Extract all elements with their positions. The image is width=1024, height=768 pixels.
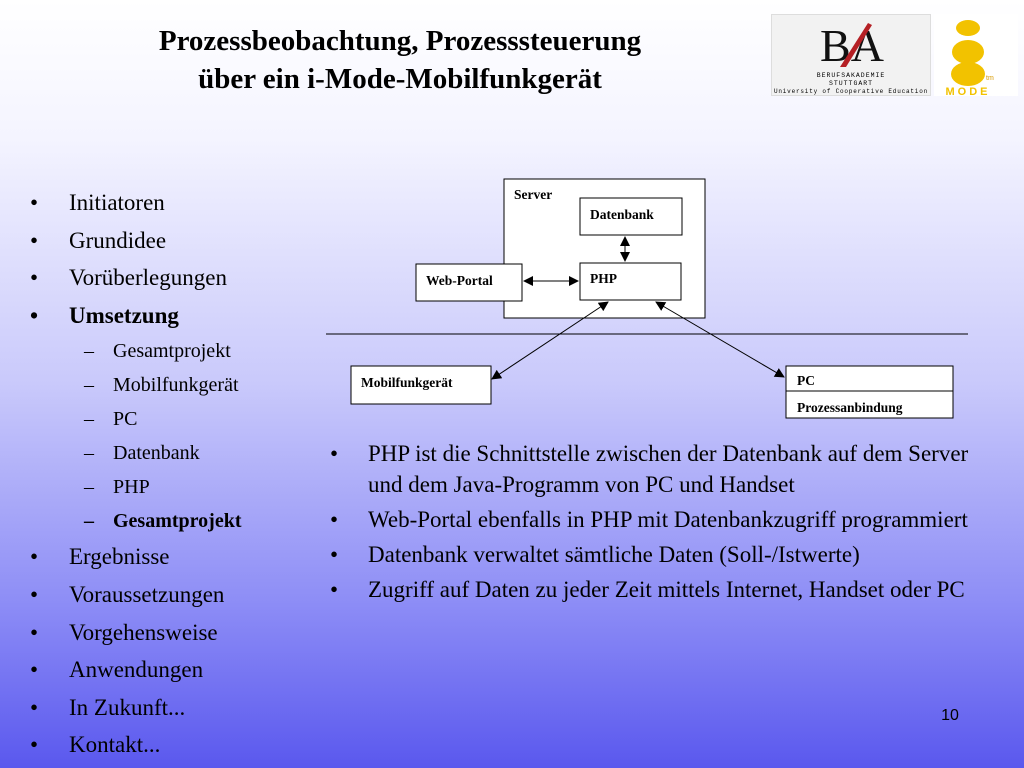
agenda-item: In Zukunft...: [0, 691, 242, 729]
php-mobil-arrow: [491, 301, 609, 380]
explanation-item: Zugriff auf Daten zu jeder Zeit mittels …: [330, 574, 990, 605]
agenda-item: Initiatoren: [0, 186, 242, 224]
ba-logo: BA BERUFSAKADEMIE STUTTGART University o…: [771, 14, 931, 96]
datenbank-box: [579, 197, 683, 236]
imode-dot: [956, 20, 980, 36]
ba-logo-mark: BA: [820, 20, 884, 71]
agenda-item: Vorüberlegungen: [0, 261, 242, 299]
server-label: Server: [514, 187, 552, 202]
agenda-subitem: Mobilfunkgerät: [0, 370, 242, 404]
ba-logo-line-3: University of Cooperative Education: [773, 88, 929, 95]
agenda-item: Grundidee: [0, 224, 242, 262]
php-box: [579, 262, 682, 301]
imode-logo: tm MODE: [934, 14, 1018, 98]
slide-title-line-2: über ein i-Mode-Mobilfunkgerät: [198, 63, 602, 95]
agenda-item: Anwendungen: [0, 653, 242, 691]
php-pc-arrow: [655, 301, 785, 378]
agenda-list: InitiatorenGrundideeVorüberlegungenUmset…: [0, 186, 242, 766]
webportal-box: [415, 263, 523, 302]
pc-label: PC: [797, 373, 815, 388]
agenda-subitem: PHP: [0, 472, 242, 506]
imode-body-bottom: [951, 62, 985, 86]
imode-logo-mark: tm MODE: [946, 20, 994, 98]
mobil-box: [350, 365, 492, 405]
slide-title: Prozessbeobachtung, Prozesssteuerung übe…: [60, 22, 740, 98]
agenda-subitem: Gesamtprojekt: [0, 336, 242, 370]
ba-logo-line-1: BERUFSAKADEMIE: [816, 72, 886, 79]
imode-tm: tm: [986, 75, 994, 82]
agenda-item: Kontakt...: [0, 728, 242, 766]
mobil-label: Mobilfunkgerät: [361, 375, 453, 390]
explanation-list: PHP ist die Schnittstelle zwischen der D…: [330, 438, 990, 609]
agenda-subitem: Datenbank: [0, 438, 242, 472]
webportal-label: Web-Portal: [426, 273, 493, 288]
ba-logo-red-stroke: [840, 23, 872, 67]
explanation-item: Web-Portal ebenfalls in PHP mit Datenban…: [330, 504, 990, 535]
imode-word: MODE: [946, 86, 991, 96]
agenda-item: Voraussetzungen: [0, 578, 242, 616]
explanation-item: PHP ist die Schnittstelle zwischen der D…: [330, 438, 990, 500]
page-number: 10: [941, 707, 959, 724]
agenda-subitem: Gesamtprojekt: [0, 506, 242, 540]
agenda-item: Umsetzung: [0, 299, 242, 337]
slide-title-line-1: Prozessbeobachtung, Prozesssteuerung: [158, 25, 642, 57]
ba-logo-letters: BA: [820, 20, 884, 71]
agenda-subitem: PC: [0, 404, 242, 438]
ba-logo-line-2: STUTTGART: [828, 80, 874, 87]
pc-box: [785, 365, 954, 419]
php-label: PHP: [590, 271, 617, 286]
prozess-label: Prozessanbindung: [797, 400, 903, 415]
datenbank-label: Datenbank: [590, 207, 654, 222]
agenda-item: Ergebnisse: [0, 540, 242, 578]
imode-body-top: [952, 40, 984, 64]
explanation-item: Datenbank verwaltet sämtliche Daten (Sol…: [330, 539, 990, 570]
agenda-item: Vorgehensweise: [0, 616, 242, 654]
